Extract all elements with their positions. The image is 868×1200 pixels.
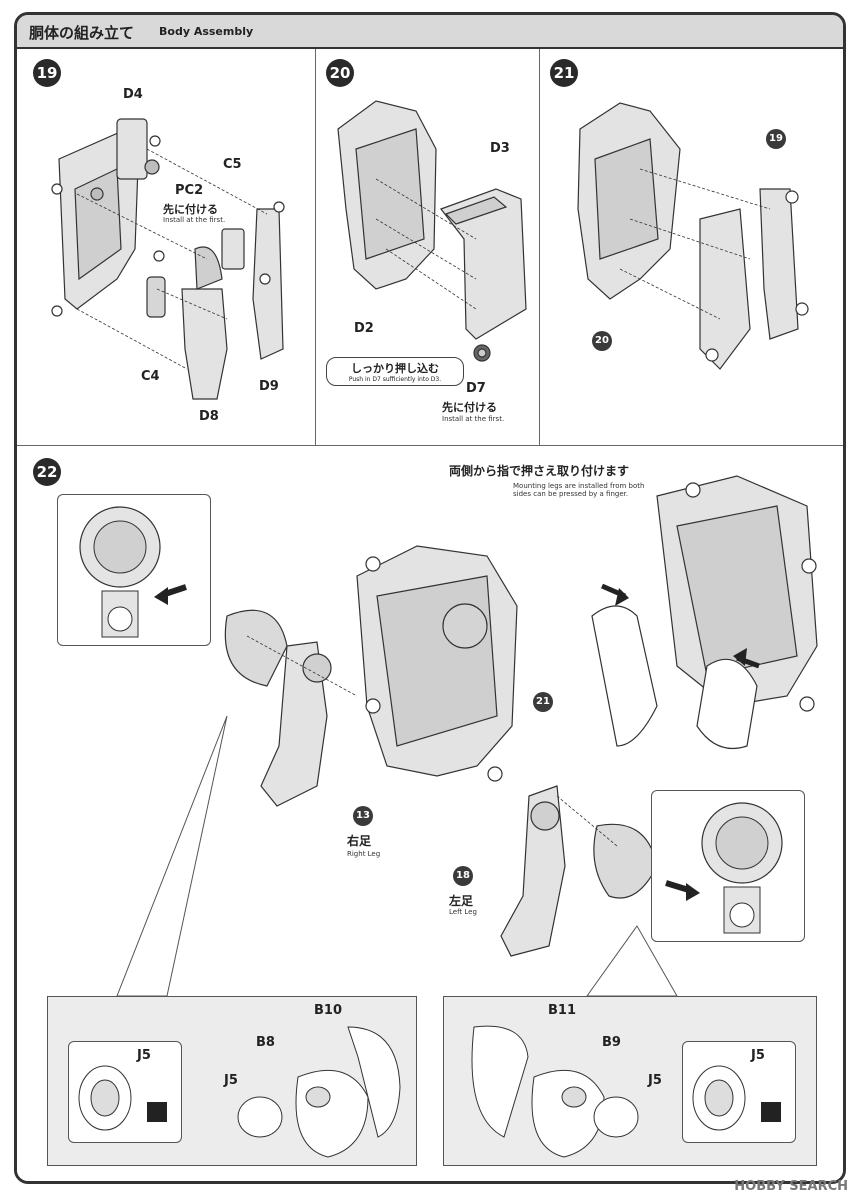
part-label-d3: D3: [490, 141, 510, 156]
page-header: 胴体の組み立て Body Assembly: [17, 15, 843, 49]
part-label-d9: D9: [259, 379, 279, 394]
detail-left-shoulder: J5 B10 B8 J5: [47, 996, 417, 1166]
part-label-d7: D7: [466, 381, 486, 396]
part-label-j5: J5: [224, 1073, 238, 1088]
note-install-first-jp: 先に付ける: [163, 203, 218, 216]
part-label-c5: C5: [223, 157, 242, 172]
step-19-panel: 19: [17, 49, 315, 445]
page-title-jp: 胴体の組み立て: [29, 24, 135, 42]
instruction-jp: 両側から指で押さえ取り付けます: [449, 464, 630, 478]
part-label-c4: C4: [141, 369, 160, 384]
note-install-first-jp: 先に付ける: [442, 401, 497, 414]
detail-right-shoulder: B11 B9 J5 J5: [443, 996, 817, 1166]
right-leg-en: Right Leg: [347, 850, 381, 858]
step-number-21: 21: [550, 59, 578, 87]
callout-push-in: しっかり押し込む Push in D7 sufficiently into D3…: [326, 357, 464, 386]
step-number-20: 20: [326, 59, 354, 87]
detail-left-j5-illustration: [78, 1065, 167, 1131]
divider-top-bottom: [17, 445, 843, 446]
callout-en: Push in D7 sufficiently into D3.: [348, 376, 442, 383]
part-label-pc2: PC2: [175, 183, 204, 198]
part-label-b9: B9: [602, 1035, 621, 1050]
detail-left-parts-illustration: [237, 1026, 401, 1158]
divider-19-20: [315, 49, 316, 445]
ref-step-18: 18: [453, 866, 473, 886]
inset-left-closeup: [57, 494, 211, 646]
detail-right-j5-illustration: [692, 1065, 781, 1131]
ref-step-19: 19: [766, 129, 786, 149]
left-leg-jp: 左足: [449, 894, 474, 908]
watermark: HOBBY SEARCH: [734, 1179, 848, 1194]
inset-left-illustration: [79, 506, 187, 638]
ref-step-20: 20: [592, 331, 612, 351]
part-label-d8: D8: [199, 409, 219, 424]
inset-right-closeup: [651, 790, 805, 942]
detail-left-j5-closeup: J5: [68, 1041, 182, 1143]
detail-right-parts-illustration: [471, 1025, 639, 1158]
step-19-illustration: [51, 118, 285, 400]
left-leg-en: Left Leg: [449, 908, 477, 916]
inset-right-illustration: [665, 802, 783, 934]
part-label-j5: J5: [648, 1073, 662, 1088]
step-20-illustration: [337, 100, 527, 362]
step-21-panel: 21 19 20: [540, 49, 843, 445]
note-install-first-en: Install at the first.: [442, 415, 505, 423]
part-label-b11: B11: [548, 1003, 576, 1018]
note-install-first-en: Install at the first.: [163, 216, 226, 224]
instruction-sheet: 胴体の組み立て Body Assembly 19: [14, 12, 846, 1184]
step-number-19: 19: [33, 59, 61, 87]
step-22-panel: 22 両側から指で押さえ取り付けます Mounting legs are ins…: [17, 446, 843, 1181]
divider-20-21: [539, 49, 540, 445]
callout-jp: しっかり押し込む: [351, 362, 439, 375]
part-label-j5-inset: J5: [751, 1048, 765, 1063]
ref-step-21: 21: [533, 692, 553, 712]
part-label-d2: D2: [354, 321, 374, 336]
step-20-panel: 20 D3 D2 しっかり押し込む Push in D7 sufficien: [316, 49, 539, 445]
detail-right-j5-closeup: J5: [682, 1041, 796, 1143]
step-21-illustration: [577, 102, 809, 370]
page-title-en: Body Assembly: [159, 25, 254, 38]
right-leg-jp: 右足: [347, 834, 372, 848]
step-number-22: 22: [33, 458, 61, 486]
part-label-j5-inset: J5: [137, 1048, 151, 1063]
instruction-en: Mounting legs are installed from both si…: [513, 482, 645, 498]
part-label-b10: B10: [314, 1003, 342, 1018]
ref-step-13: 13: [353, 806, 373, 826]
part-label-b8: B8: [256, 1035, 275, 1050]
step-22-illustration: [116, 475, 818, 997]
part-label-d4: D4: [123, 87, 143, 102]
